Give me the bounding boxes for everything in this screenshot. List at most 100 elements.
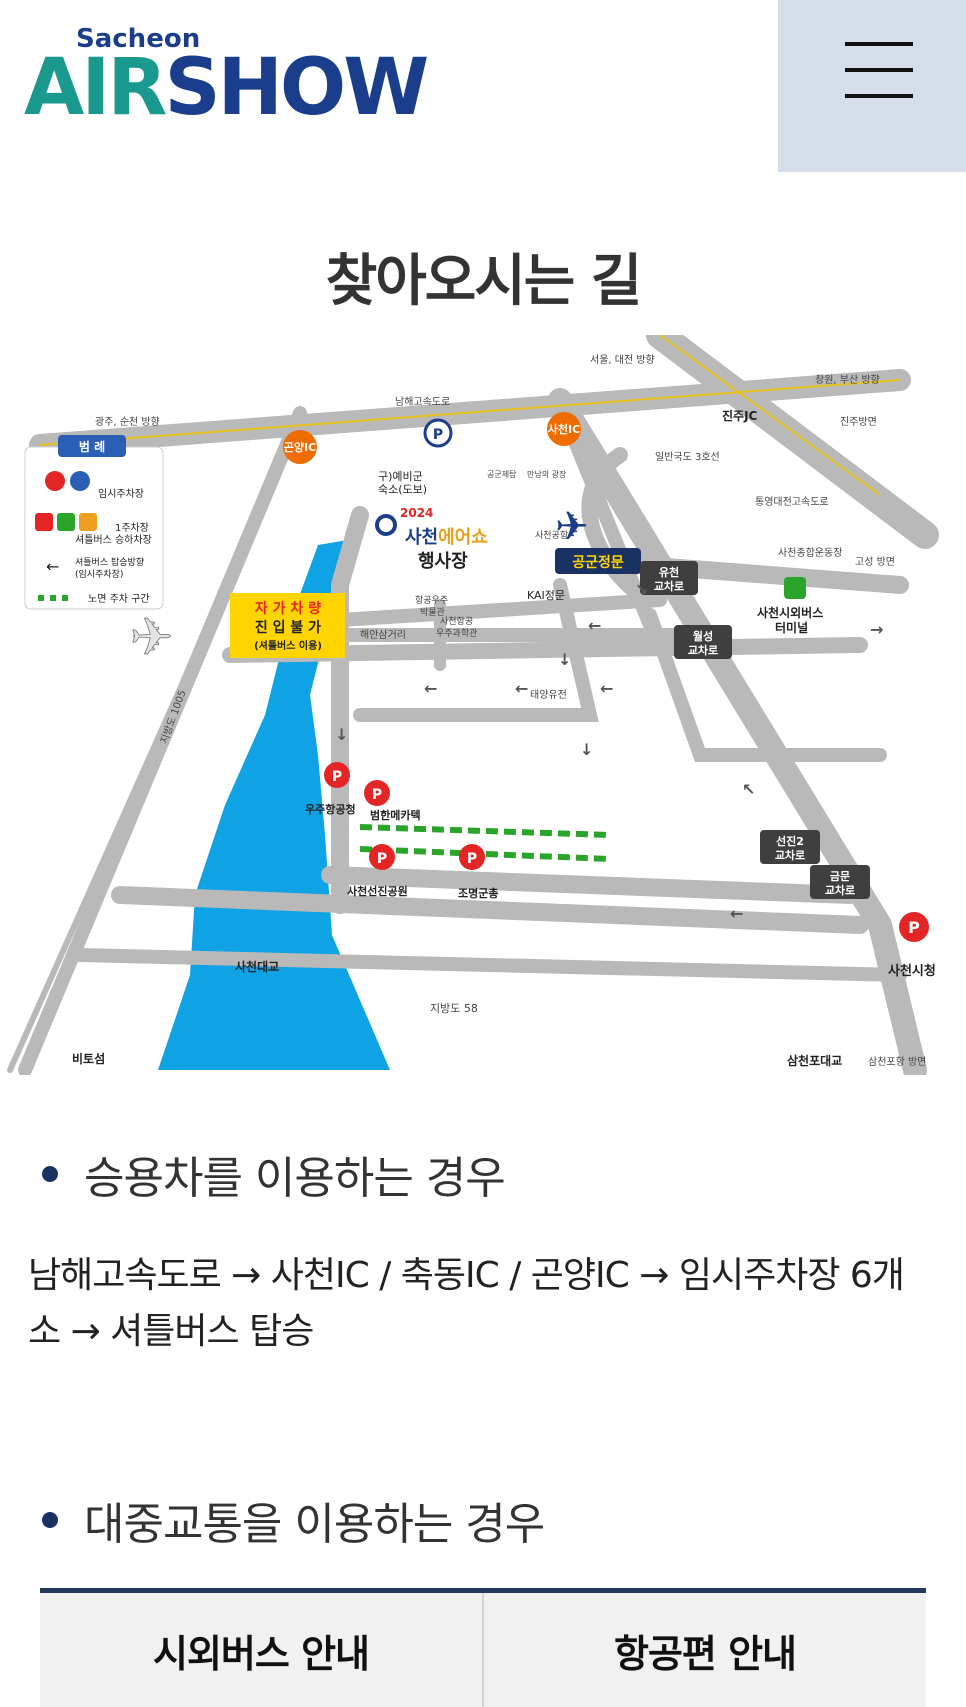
label-local-road-58: 지방도 58 <box>430 1002 478 1015</box>
section-public-heading: 대중교통을 이용하는 경우 <box>42 1488 545 1552</box>
label-taeyang: 태양유전 <box>530 689 567 701</box>
tab-intercity-bus[interactable]: 시외버스 안내 <box>153 1631 370 1676</box>
label-aerospace-agency: 우주항공청 <box>305 802 356 816</box>
svg-text:교차로: 교차로 <box>688 643 718 657</box>
label-museum-2: 박물관 <box>420 607 445 618</box>
svg-text:공군정문: 공군정문 <box>572 554 624 571</box>
badge-yucheon: 유천 교차로 <box>640 561 698 595</box>
svg-text:사천IC: 사천IC <box>548 422 580 436</box>
label-jomyeong: 조명군총 <box>458 886 498 900</box>
label-terminal-2: 터미널 <box>775 620 808 635</box>
svg-text:교차로: 교차로 <box>825 883 855 897</box>
label-gwangju-suncheon: 광주, 순천 방향 <box>95 416 160 428</box>
label-namhae-expressway: 남해고속도로 <box>395 395 450 408</box>
ic-sacheon: 사천IC <box>547 412 581 446</box>
section-car-description: 남해고속도로 → 사천IC / 축동IC / 곤양IC → 임시주차장 6개소 … <box>28 1255 905 1352</box>
event-hall-pin <box>375 514 397 536</box>
sacheon-airshow-logo[interactable]: Sacheon AIRSHOW <box>24 14 429 128</box>
svg-text:진 입 불 가: 진 입 불 가 <box>255 619 321 636</box>
svg-text:P: P <box>467 851 477 867</box>
badge-seonjin: 선진2 교차로 <box>760 830 820 864</box>
svg-text:교차로: 교차로 <box>654 579 684 593</box>
transport-tabs: 시외버스 안내 항공편 안내 <box>40 1588 926 1707</box>
svg-text:↓: ↓ <box>580 740 593 759</box>
label-museum-1: 항공우주 <box>415 595 448 606</box>
label-tongyeong-expressway: 통영대전고속도로 <box>755 496 829 508</box>
svg-text:↖: ↖ <box>742 780 755 799</box>
svg-text:범 례: 범 례 <box>79 439 105 454</box>
svg-text:(셔틀버스 이용): (셔틀버스 이용) <box>254 639 322 652</box>
label-gate-2: 만남의 광장 <box>527 469 567 479</box>
svg-text:셔틀버스 탑승방향: 셔틀버스 탑승방향 <box>75 556 144 568</box>
svg-text:↘: ↘ <box>635 580 648 599</box>
label-reserve-1: 구)예비군 <box>378 470 423 483</box>
hamburger-menu-button[interactable] <box>778 0 966 172</box>
label-seoul-daejeon: 서울, 대전 방향 <box>590 354 655 366</box>
svg-text:P: P <box>377 851 387 867</box>
bullet-icon <box>42 1512 58 1528</box>
label-terminal-1: 사천시외버스 <box>757 605 823 620</box>
ic-jinju: 진주JC <box>722 408 758 423</box>
site-header: Sacheon AIRSHOW <box>0 0 966 172</box>
label-gate-1: 공군제탑 <box>487 470 517 479</box>
parking-pin-park: P <box>369 844 395 870</box>
svg-text:셔틀버스 승하차장: 셔틀버스 승하차장 <box>75 533 152 546</box>
badge-geummun: 금문 교차로 <box>810 865 870 899</box>
svg-text:←: ← <box>424 679 437 698</box>
map-legend: 범 례 임시주차장 1주차장 셔틀버스 승하차장 ← 셔틀버스 탑승방향 (임시… <box>24 435 164 610</box>
label-science-1: 사천항공 <box>440 616 473 627</box>
mascot-plane-icon: ✈ <box>130 608 174 668</box>
event-year: 2024 <box>400 506 433 520</box>
svg-text:P: P <box>433 427 443 443</box>
svg-text:곤양IC: 곤양IC <box>284 440 316 454</box>
label-park: 사천선진공원 <box>347 884 408 898</box>
label-samcheonpo-direction: 삼천포항 방면 <box>868 1056 926 1068</box>
label-stadium: 사천종합운동장 <box>778 547 842 559</box>
svg-text:유천: 유천 <box>659 565 679 579</box>
svg-text:교차로: 교차로 <box>775 848 805 862</box>
parking-pin-aerospace: P <box>324 762 350 788</box>
label-bridge: 사천대교 <box>235 959 279 974</box>
svg-text:월성: 월성 <box>693 629 713 643</box>
parking-pin-jomyeong: P <box>459 844 485 870</box>
svg-text:P: P <box>332 769 342 785</box>
event-hall-label: 행사장 <box>418 551 468 572</box>
hamburger-icon <box>845 42 913 46</box>
map-svg: 서울, 대전 방향 창원, 부산 방향 광주, 순천 방향 남해고속도로 진주방… <box>7 321 939 1082</box>
no-private-vehicle-notice: 자 가 차 량 진 입 불 가 (셔틀버스 이용) <box>230 593 345 658</box>
label-jinju-direction: 진주방면 <box>840 416 877 428</box>
svg-text:←: ← <box>730 904 743 923</box>
svg-text:←: ← <box>515 679 528 698</box>
svg-text:↓: ↓ <box>335 725 348 744</box>
svg-text:금문: 금문 <box>830 870 850 883</box>
svg-text:←: ← <box>600 679 613 698</box>
label-science-2: 우주과학관 <box>436 628 477 639</box>
reserve-parking-pin <box>423 418 453 448</box>
svg-text:1주차장: 1주차장 <box>115 522 149 534</box>
river <box>158 540 390 1070</box>
svg-text:→: → <box>870 620 883 639</box>
svg-text:↓: ↓ <box>558 650 571 669</box>
directions-map: 서울, 대전 방향 창원, 부산 방향 광주, 순천 방향 남해고속도로 진주방… <box>0 321 966 1082</box>
svg-text:←: ← <box>588 616 601 635</box>
bullet-icon <box>42 1166 58 1182</box>
event-name: 사천에어쇼 <box>405 527 488 548</box>
svg-text:P: P <box>908 918 920 937</box>
label-samcheonpo-bridge: 삼천포대교 <box>787 1053 842 1068</box>
label-national-road-3: 일반국도 3호선 <box>655 451 720 463</box>
section-car-heading: 승용차를 이용하는 경우 <box>42 1142 506 1206</box>
svg-text:P: P <box>372 787 382 803</box>
ic-gonyang: 곤양IC <box>283 430 317 464</box>
label-goseong-direction: 고성 방면 <box>855 556 895 568</box>
svg-text:선진2: 선진2 <box>776 834 804 848</box>
svg-text:←: ← <box>46 557 59 576</box>
tab-flight[interactable]: 항공편 안내 <box>482 1593 926 1707</box>
badge-wolseong: 월성 교차로 <box>674 625 732 659</box>
label-kai-gate: KAI정문 <box>527 589 565 602</box>
label-airport: 사천공항 <box>535 530 568 541</box>
svg-text:자 가 차 량: 자 가 차 량 <box>255 601 321 617</box>
bus-terminal-icon <box>784 577 806 599</box>
parking-pin-cityhall: P <box>899 912 929 942</box>
parking-pin-bumhan: P <box>364 780 390 806</box>
label-cityhall: 사천시청 <box>888 963 936 979</box>
